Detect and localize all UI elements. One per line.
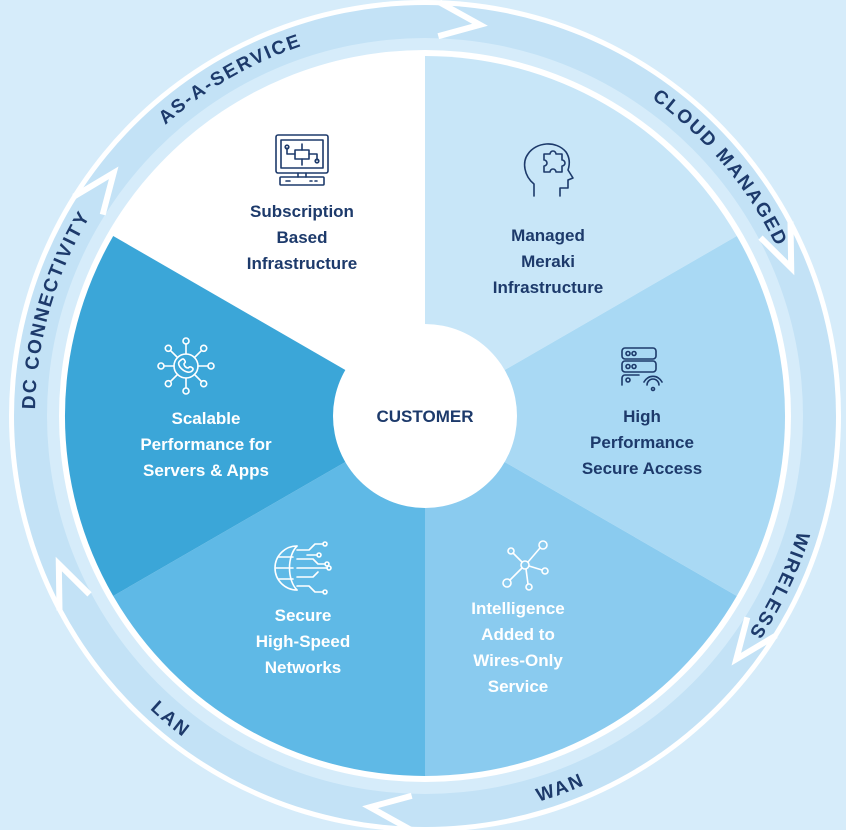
- segment-pie: [64, 55, 786, 776]
- segment-label-line: High: [623, 407, 661, 426]
- monitor-circuit-icon: [275, 134, 329, 186]
- globe-circuit-icon: [274, 541, 332, 595]
- network-nodes-icon: [502, 540, 549, 591]
- segment-wedge-6: [64, 236, 425, 596]
- center-circle: [333, 324, 517, 508]
- segment-label-line: Secure: [275, 606, 332, 625]
- ring-arrow-divider: [362, 792, 413, 830]
- phone-network-icon: [157, 337, 215, 395]
- segment-label-line: Servers & Apps: [143, 461, 269, 480]
- center-hub: CUSTOMER: [333, 324, 517, 508]
- ring-arrow-divider: [437, 0, 488, 40]
- center-label: CUSTOMER: [377, 407, 474, 426]
- segment-label-line: Intelligence: [471, 599, 565, 618]
- segment-label-line: Performance: [590, 433, 694, 452]
- head-puzzle-icon: [523, 143, 574, 197]
- segment-label-line: Added to: [481, 625, 555, 644]
- segment-label-line: Scalable: [172, 409, 241, 428]
- segment-label-line: Wires-Only: [473, 651, 563, 670]
- server-wifi-icon: [621, 347, 663, 392]
- segment-wedge-4: [425, 416, 737, 776]
- segment-label-line: Meraki: [521, 252, 575, 271]
- segment-wedge-3: [425, 236, 786, 596]
- segment-wedge-2: [425, 56, 737, 416]
- segment-label-line: High-Speed: [256, 632, 350, 651]
- ring-arrow-divider: [758, 221, 795, 276]
- ring-arrow-divider: [731, 616, 778, 666]
- segment-wedge-1: [113, 55, 425, 416]
- segment-label-line: Secure Access: [582, 459, 702, 478]
- segment-label-line: Performance for: [140, 435, 272, 454]
- segment-label-line: Infrastructure: [247, 254, 358, 273]
- segment-label-line: Networks: [265, 658, 342, 677]
- ring-arrow-divider: [55, 556, 92, 611]
- segment-icons: [157, 134, 663, 595]
- segment-label-line: Based: [276, 228, 327, 247]
- segment-label-line: Managed: [511, 226, 585, 245]
- segment-label-line: Subscription: [250, 202, 354, 221]
- segment-label-line: Service: [488, 677, 549, 696]
- segment-label-line: Infrastructure: [493, 278, 604, 297]
- segment-wedge-5: [113, 416, 425, 776]
- ring-arrow-divider: [72, 166, 119, 216]
